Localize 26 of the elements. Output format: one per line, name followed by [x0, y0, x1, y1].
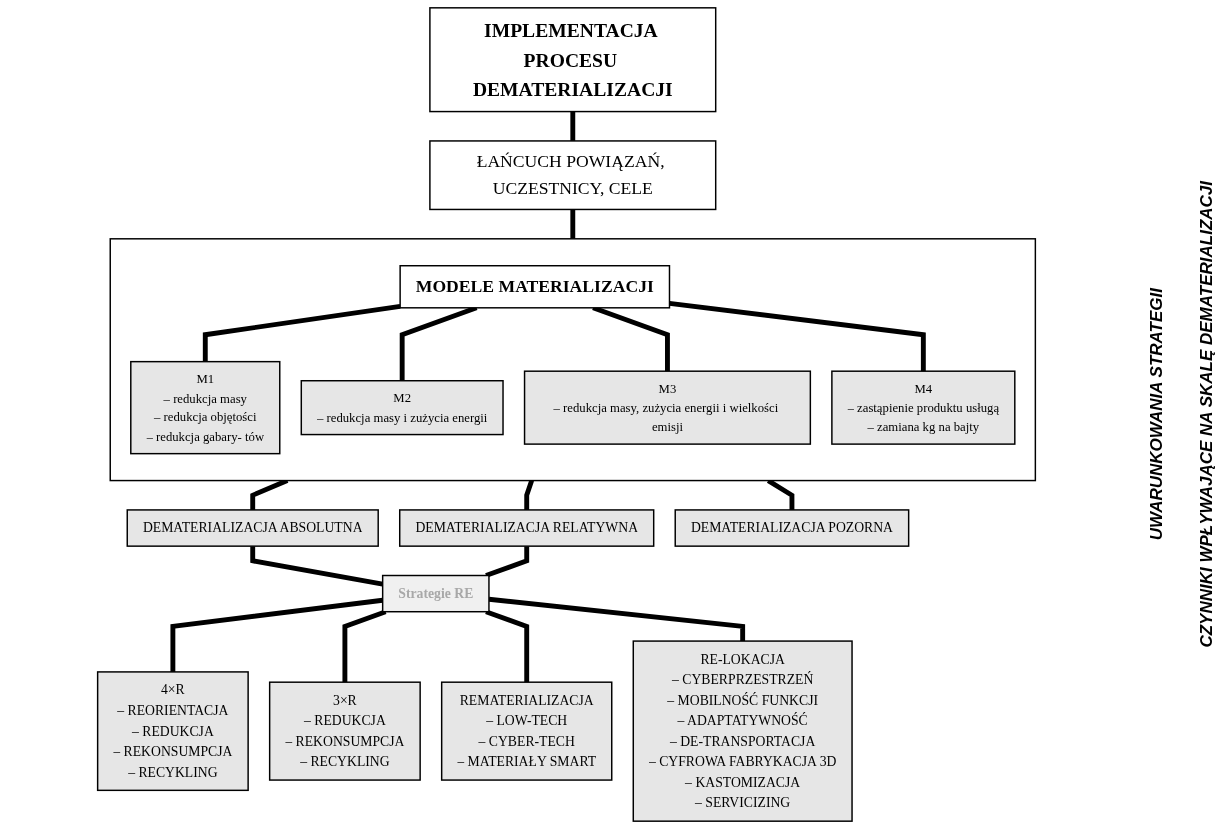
connector — [202, 303, 401, 362]
node-box: 3×R – REDUKCJA – REKONSUMPCJA – RECYKLING — [268, 681, 421, 781]
node-box: DEMATERIALIZACJA POZORNA — [674, 509, 910, 547]
node-box: RE-LOKACJA – CYBERPRZESTRZEŃ – MOBILNOŚĆ FUNKCJI – ADAPTATYWNOŚĆ – DE-TRANSPORTACJA – CYFROWA FABRYKACJA 3D – KASTOMIZACJA – SERVICIZING — [632, 640, 853, 822]
connector — [570, 111, 576, 141]
node-box: M2 – redukcja masy i zużycia energii — [300, 380, 504, 436]
node-box: Strategie RE — [381, 574, 490, 613]
node-box: M4 – zastąpienie produktu usługą – zamiana kg na bajty — [831, 370, 1016, 445]
node-box: DEMATERIALIZACJA ABSOLUTNA — [126, 509, 379, 547]
connector — [170, 597, 383, 672]
connector — [488, 596, 746, 642]
side-label: UWARUNKOWANIA STRATEGII — [1147, 288, 1167, 541]
node-box: DEMATERIALIZACJA RELATYWNA — [399, 509, 655, 547]
node-box: ŁAŃCUCH POWIĄZAŃ, UCZESTNICY, CELE — [429, 140, 717, 211]
connector — [524, 479, 534, 510]
node-box: M1 – redukcja masy – redukcja objętości – redukcja gabary- tów — [130, 360, 281, 455]
connector — [570, 209, 576, 239]
node-box: 4×R – REORIENTACJA – REDUKCJA – REKONSUMPCJA – RECYKLING — [96, 671, 249, 792]
node-box: REMATERIALIZACJA – LOW-TECH – CYBER-TECH – MATERIAŁY SMART — [440, 681, 613, 781]
node-box: IMPLEMENTACJA PROCESU DEMATERIALIZACJI — [429, 7, 717, 113]
side-label: CZYNNIKI WPŁYWAJĄCE NA SKALĘ DEMATERIALIZACJI — [1197, 181, 1217, 648]
connector — [669, 300, 926, 372]
node-box: M3 – redukcja masy, zużycia energii i wielkości emisji — [523, 370, 812, 445]
cluster — [109, 238, 1037, 482]
node-box: MODELE MATERIALIZACJI — [399, 265, 671, 309]
connector — [485, 546, 530, 578]
